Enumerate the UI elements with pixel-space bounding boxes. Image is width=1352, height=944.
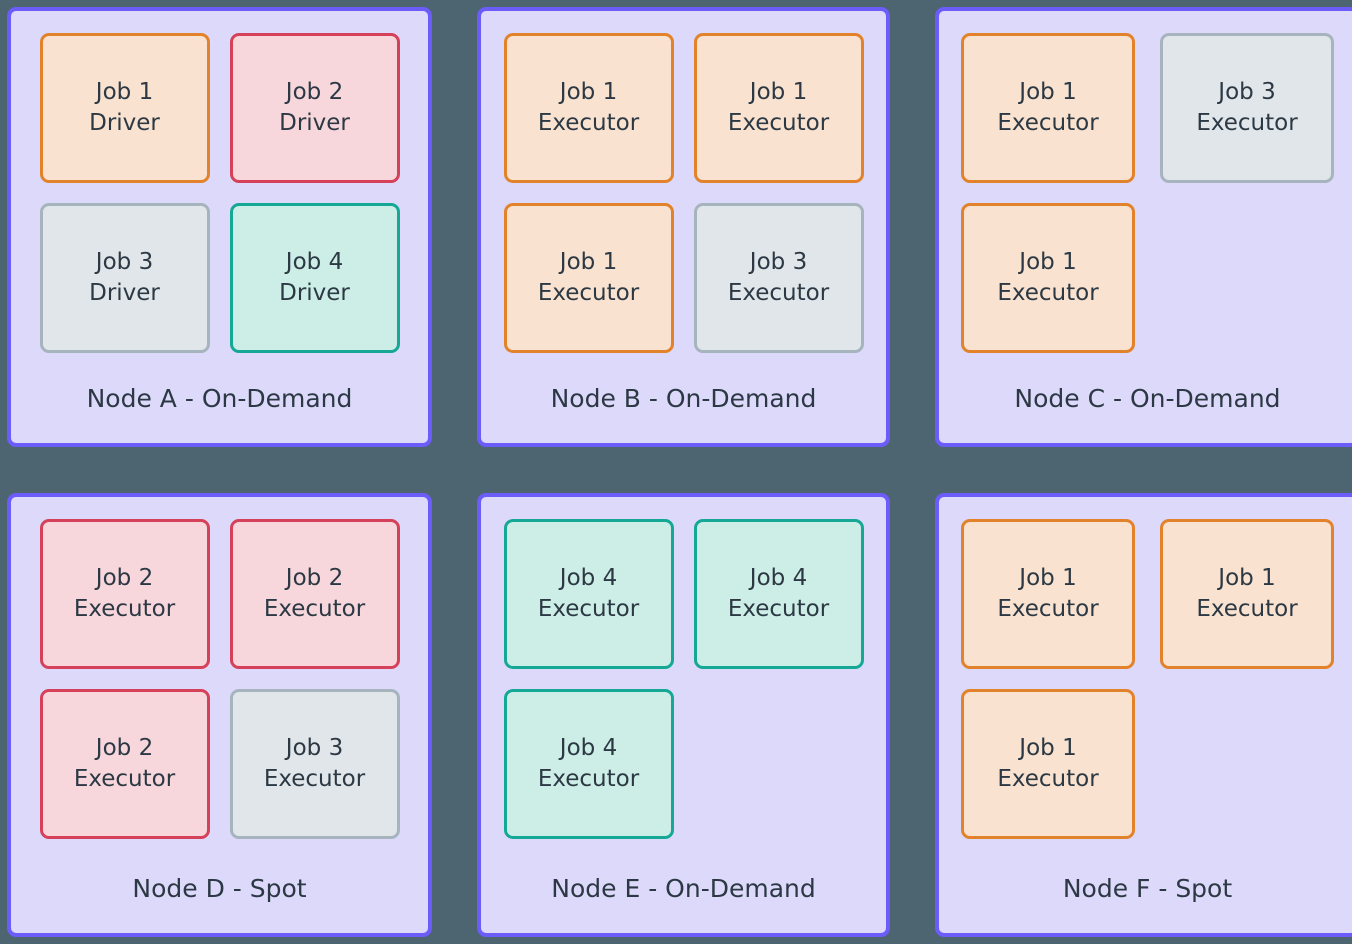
job-card[interactable]: Job 2 Executor bbox=[229, 519, 400, 669]
node-label-wrap: Node C - On-Demand bbox=[939, 384, 1352, 443]
job-card[interactable]: Job 1 Executor bbox=[961, 519, 1135, 669]
job-card-line1: Job 1 bbox=[1019, 735, 1077, 762]
job-card-line1: Job 3 bbox=[749, 249, 808, 276]
job-card-line1: Job 2 bbox=[285, 565, 344, 592]
job-card[interactable]: Job 2 Executor bbox=[39, 689, 210, 839]
job-card-line1: Job 2 bbox=[95, 735, 154, 762]
job-card-line1: Job 4 bbox=[559, 565, 618, 592]
node-label: Node A - On-Demand bbox=[86, 384, 353, 413]
job-card-line2: Executor bbox=[73, 596, 176, 622]
job-card-line1: Job 2 bbox=[285, 79, 344, 106]
job-card[interactable]: Job 2 Driver bbox=[229, 33, 400, 183]
job-card-line2: Driver bbox=[89, 280, 160, 306]
node-label: Node D - Spot bbox=[132, 874, 307, 903]
job-card-line1: Job 3 bbox=[285, 735, 344, 762]
node-label-wrap: Node F - Spot bbox=[939, 874, 1352, 933]
node-label: Node B - On-Demand bbox=[550, 384, 817, 413]
job-card[interactable]: Job 1 Executor bbox=[961, 689, 1135, 839]
node-label-wrap: Node A - On-Demand bbox=[11, 384, 428, 443]
job-card-line1: Job 1 bbox=[559, 79, 618, 106]
job-card-line2: Executor bbox=[537, 110, 640, 136]
job-card-line2: Executor bbox=[727, 280, 830, 306]
job-card[interactable]: Job 4 Executor bbox=[503, 519, 674, 669]
job-card[interactable]: Job 4 Executor bbox=[693, 519, 864, 669]
card-grid-node-e: Job 4 Executor Job 4 Executor Job 4 Exec… bbox=[503, 519, 864, 839]
job-card-line2: Executor bbox=[73, 766, 176, 792]
node-label-wrap: Node B - On-Demand bbox=[481, 384, 886, 443]
job-card[interactable]: Job 1 Executor bbox=[503, 33, 674, 183]
job-card-line1: Job 1 bbox=[1218, 565, 1276, 592]
job-card[interactable]: Job 3 Driver bbox=[39, 203, 210, 353]
job-card-line2: Executor bbox=[1196, 110, 1298, 136]
job-card-line2: Driver bbox=[279, 110, 350, 136]
node-panel-node-b[interactable]: Job 1 Executor Job 1 Executor Job 1 Exec… bbox=[477, 7, 890, 447]
job-card-line2: Executor bbox=[997, 766, 1099, 792]
job-card-line1: Job 1 bbox=[1019, 79, 1077, 106]
node-label: Node F - Spot bbox=[1062, 874, 1233, 903]
job-card-line2: Executor bbox=[537, 596, 640, 622]
job-card-line2: Executor bbox=[727, 596, 830, 622]
node-panel-node-c[interactable]: Job 1 Executor Job 3 Executor Job 1 Exec… bbox=[935, 7, 1352, 447]
job-card-line2: Executor bbox=[997, 110, 1099, 136]
job-card-line1: Job 1 bbox=[1019, 249, 1077, 276]
job-card-line2: Driver bbox=[89, 110, 160, 136]
card-grid-node-c: Job 1 Executor Job 3 Executor Job 1 Exec… bbox=[961, 33, 1334, 353]
job-card-line1: Job 4 bbox=[749, 565, 808, 592]
card-grid-node-a: Job 1 Driver Job 2 Driver Job 3 Driver J… bbox=[39, 33, 400, 353]
job-card-line1: Job 4 bbox=[285, 249, 344, 276]
job-card-line1: Job 1 bbox=[559, 249, 618, 276]
job-card[interactable]: Job 2 Executor bbox=[39, 519, 210, 669]
job-card-line2: Executor bbox=[537, 766, 640, 792]
job-card[interactable]: Job 1 Executor bbox=[1160, 519, 1334, 669]
node-panel-node-a[interactable]: Job 1 Driver Job 2 Driver Job 3 Driver J… bbox=[7, 7, 432, 447]
card-grid-node-f: Job 1 Executor Job 1 Executor Job 1 Exec… bbox=[961, 519, 1334, 839]
job-card-empty-slot bbox=[1160, 689, 1334, 839]
job-card[interactable]: Job 1 Executor bbox=[961, 203, 1135, 353]
job-card-line2: Driver bbox=[279, 280, 350, 306]
job-card-line2: Executor bbox=[727, 110, 830, 136]
job-card[interactable]: Job 4 Driver bbox=[229, 203, 400, 353]
job-card-empty-slot bbox=[1160, 203, 1334, 353]
job-card-line1: Job 2 bbox=[95, 565, 154, 592]
job-card[interactable]: Job 3 Executor bbox=[693, 203, 864, 353]
job-card-empty-slot bbox=[694, 689, 864, 839]
job-card[interactable]: Job 3 Executor bbox=[1160, 33, 1334, 183]
job-card-line1: Job 1 bbox=[749, 79, 808, 106]
job-card-line2: Executor bbox=[997, 280, 1099, 306]
card-grid-node-d: Job 2 Executor Job 2 Executor Job 2 Exec… bbox=[39, 519, 400, 839]
job-card-line2: Executor bbox=[997, 596, 1099, 622]
node-label: Node C - On-Demand bbox=[1014, 384, 1281, 413]
node-label: Node E - On-Demand bbox=[551, 874, 816, 903]
node-panel-node-e[interactable]: Job 4 Executor Job 4 Executor Job 4 Exec… bbox=[477, 493, 890, 937]
job-card-line2: Executor bbox=[263, 766, 366, 792]
job-card[interactable]: Job 1 Driver bbox=[39, 33, 210, 183]
job-card-line2: Executor bbox=[263, 596, 366, 622]
node-panel-node-d[interactable]: Job 2 Executor Job 2 Executor Job 2 Exec… bbox=[7, 493, 432, 937]
node-label-wrap: Node E - On-Demand bbox=[481, 874, 886, 933]
card-grid-node-b: Job 1 Executor Job 1 Executor Job 1 Exec… bbox=[503, 33, 864, 353]
node-label-wrap: Node D - Spot bbox=[11, 874, 428, 933]
job-card[interactable]: Job 1 Executor bbox=[693, 33, 864, 183]
node-panel-node-f[interactable]: Job 1 Executor Job 1 Executor Job 1 Exec… bbox=[935, 493, 1352, 937]
job-card-line1: Job 1 bbox=[1019, 565, 1077, 592]
job-card-line1: Job 1 bbox=[95, 79, 154, 106]
job-card-line2: Executor bbox=[1196, 596, 1298, 622]
job-card[interactable]: Job 4 Executor bbox=[503, 689, 674, 839]
job-card[interactable]: Job 3 Executor bbox=[229, 689, 400, 839]
job-card-line2: Executor bbox=[537, 280, 640, 306]
job-card-line1: Job 3 bbox=[95, 249, 154, 276]
job-card-line1: Job 3 bbox=[1218, 79, 1276, 106]
job-card[interactable]: Job 1 Executor bbox=[503, 203, 674, 353]
job-card-line1: Job 4 bbox=[559, 735, 618, 762]
job-card[interactable]: Job 1 Executor bbox=[961, 33, 1135, 183]
